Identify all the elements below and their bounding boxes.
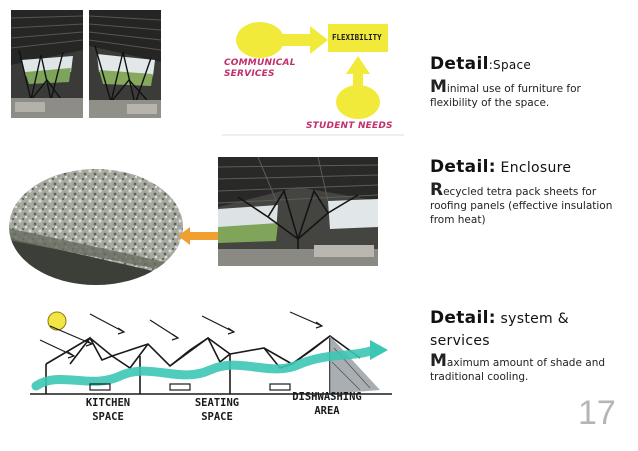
arrow-left-icon <box>178 227 222 245</box>
detail-services-block: Detail: system & services Maximum amount… <box>430 308 630 384</box>
section-sketch: KITCHEN SPACE SEATING SPACE DISHWASHING … <box>30 298 400 432</box>
flexibility-label: FLEXIBILITY <box>332 33 382 42</box>
dishwashing-area-label: DISHWASHING AREA <box>292 391 362 417</box>
flexibility-node <box>328 24 388 52</box>
detail-space-heading: Detail:Space <box>430 54 532 74</box>
detail-services-text: Maximum amount of shade and traditional … <box>430 351 606 384</box>
student-needs-label: STUDENT NEEDS <box>306 121 393 131</box>
detail-space-text: Minimal use of furniture for flexibility… <box>430 77 581 110</box>
arrow-right-icon <box>282 26 328 54</box>
concept-diagram: COMMUNICAL SERVICES FLEXIBILITY STUDENT … <box>222 14 404 136</box>
detail-enclosure-heading: Detail: Enclosure <box>430 157 572 177</box>
canteen-interior-photo-1 <box>11 10 83 118</box>
page-number: 17 <box>578 394 616 432</box>
canteen-interior-photo-2 <box>89 10 161 118</box>
student-needs-node <box>336 85 380 119</box>
canteen-roof-photo <box>218 157 378 266</box>
detail-enclosure-block: Detail: Enclosure Recycled tetra pack sh… <box>430 157 630 227</box>
detail-enclosure-text: Recycled tetra pack sheets for roofing p… <box>430 180 613 227</box>
detail-services-heading: Detail: system & services <box>430 308 569 349</box>
communal-services-label: COMMUNICAL SERVICES <box>224 58 296 79</box>
sun-icon <box>47 311 67 331</box>
communal-services-node <box>236 22 284 58</box>
arrow-up-icon <box>346 56 370 90</box>
tetra-pack-material-photo <box>8 168 184 286</box>
detail-space-block: Detail:Space Minimal use of furniture fo… <box>430 54 630 110</box>
seating-space-label: SEATING SPACE <box>194 397 240 423</box>
kitchen-space-label: KITCHEN SPACE <box>85 397 131 423</box>
